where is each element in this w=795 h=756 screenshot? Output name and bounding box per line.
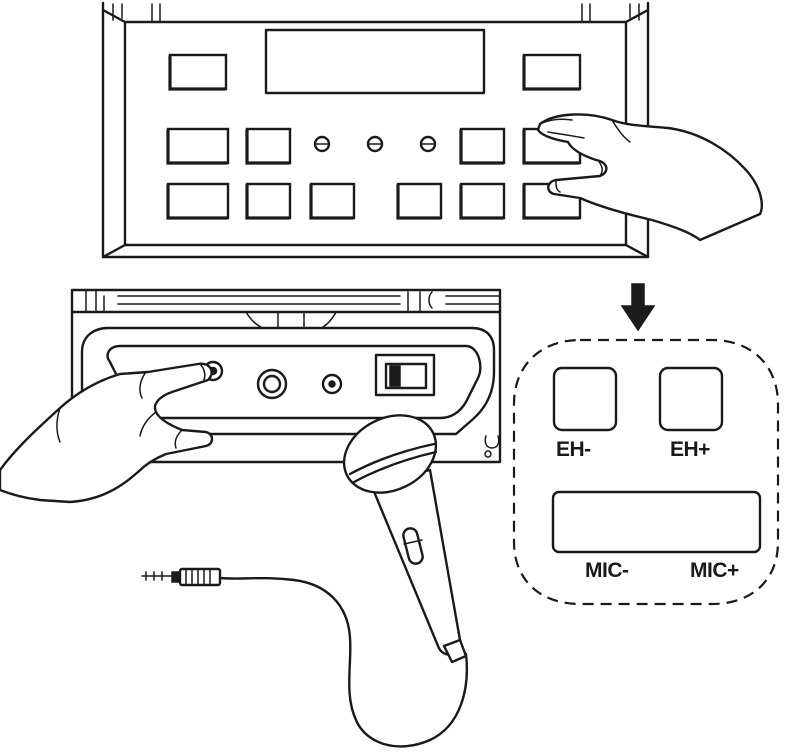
- mic-minus-label: MIC-: [585, 559, 629, 582]
- panel-button[interactable]: [168, 53, 228, 91]
- microphone-icon: [218, 414, 468, 748]
- panel-knob[interactable]: [419, 135, 437, 153]
- line-jack[interactable]: [321, 373, 343, 395]
- eh-plus-button[interactable]: [658, 366, 724, 432]
- hand-icon: [0, 362, 214, 504]
- power-switch[interactable]: [374, 353, 436, 397]
- panel-button[interactable]: [522, 53, 582, 91]
- panel-knob[interactable]: [313, 135, 331, 153]
- panel-button[interactable]: [309, 182, 356, 220]
- arrow-down-icon: [620, 283, 656, 332]
- connector-panel: [70, 288, 502, 464]
- eh-plus-label: EH+: [670, 438, 710, 461]
- eh-minus-button[interactable]: [552, 366, 618, 432]
- panel-knob[interactable]: [366, 135, 384, 153]
- mic-plus-label: MIC+: [690, 559, 739, 582]
- panel-button[interactable]: [166, 182, 230, 220]
- eh-minus-label: EH-: [556, 438, 591, 461]
- panel-button[interactable]: [245, 182, 292, 220]
- hand-icon: [536, 113, 763, 242]
- panel-button[interactable]: [166, 127, 230, 165]
- mic-volume-rocker[interactable]: [551, 490, 762, 554]
- panel-button[interactable]: [459, 182, 506, 220]
- callout-zoom: EH- EH+ MIC- MIC+: [512, 338, 780, 606]
- mic-jack[interactable]: [256, 368, 288, 400]
- panel-button[interactable]: [245, 127, 292, 165]
- audio-jack-icon: [141, 567, 222, 587]
- display-window: [264, 28, 486, 95]
- panel-button[interactable]: [396, 182, 443, 220]
- panel-button[interactable]: [459, 127, 506, 165]
